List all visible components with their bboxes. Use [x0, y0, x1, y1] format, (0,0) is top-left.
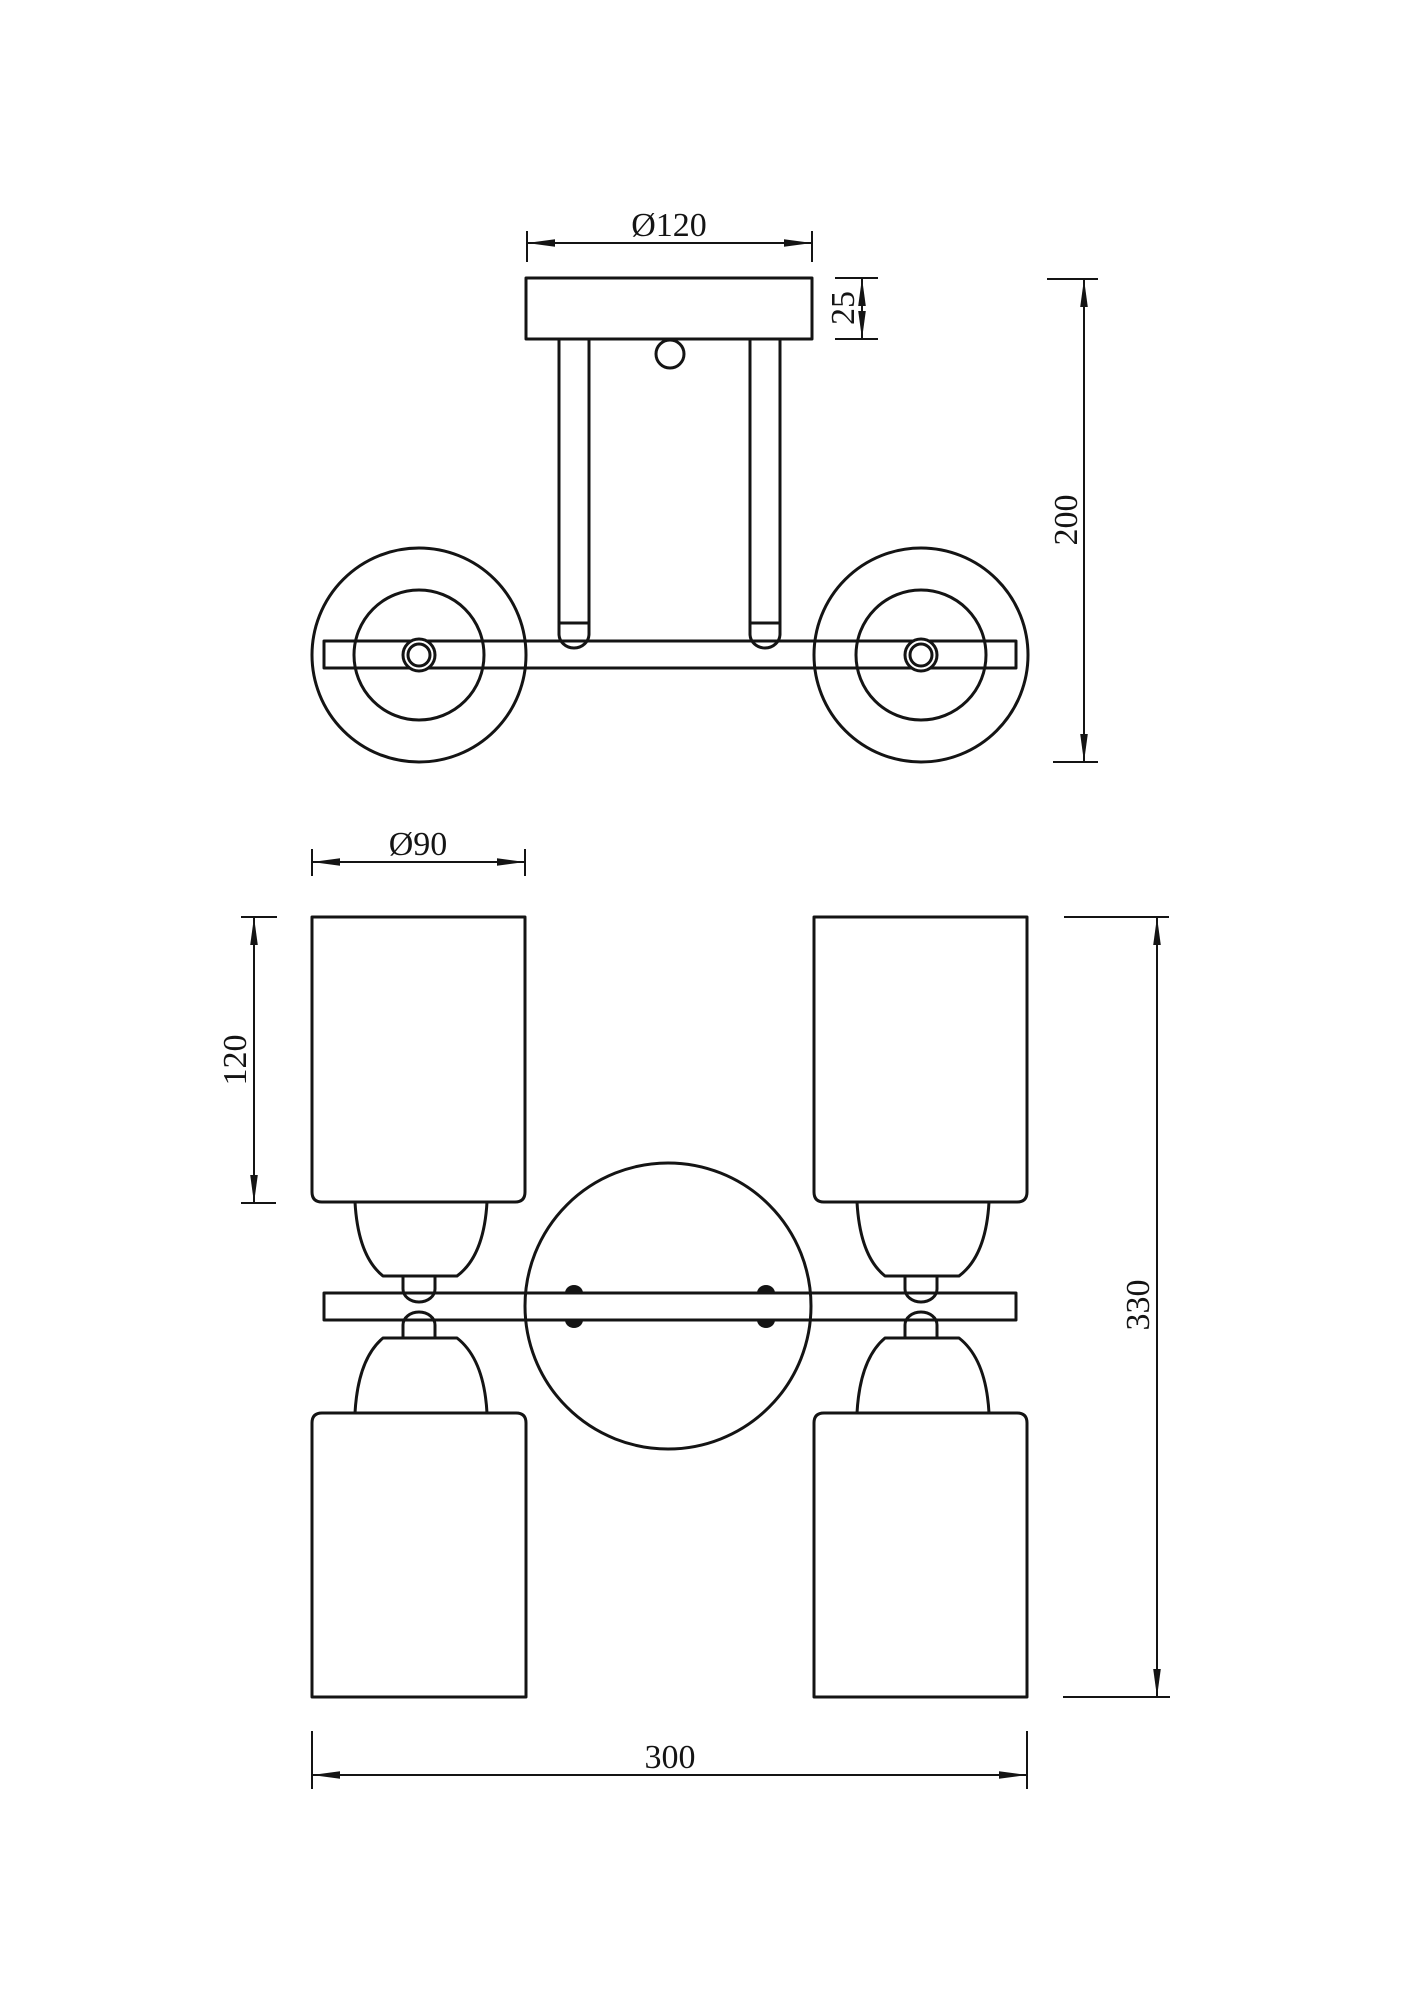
right-rod-cap [748, 621, 782, 650]
dimension-shade-height: 120 [217, 916, 277, 1204]
left-lamp-inner-circle [352, 588, 486, 722]
socket-neck-top-left [401, 1274, 437, 1304]
socket-neck-bottom-right [903, 1310, 939, 1340]
socket-bowl-bottom-left [353, 1336, 489, 1415]
side-view-drawing: Ø120 25 200 [310, 207, 1098, 764]
cross-bar-front [322, 1291, 1018, 1322]
socket-neck-top-right [903, 1274, 939, 1304]
left-socket-inner [406, 642, 432, 668]
right-hanger-rod [748, 337, 782, 625]
left-hanger-rod [557, 337, 591, 625]
shade-top-right [812, 915, 1029, 1204]
screw-bottom-left [565, 1320, 583, 1328]
canopy-diameter-label: Ø120 [631, 207, 707, 244]
cross-bar-side [322, 639, 1018, 670]
dimension-overall-drop: 200 [1047, 278, 1098, 763]
right-lamp-outer-circle [812, 546, 1030, 764]
shade-diameter-label: Ø90 [389, 826, 448, 863]
dimension-overall-height: 330 [1063, 916, 1170, 1698]
dimension-shade-diameter: Ø90 [311, 826, 526, 876]
ceiling-plate [524, 276, 814, 341]
right-lamp-inner-circle [854, 588, 988, 722]
right-socket-inner [908, 642, 934, 668]
socket-bowl-top-right [855, 1200, 991, 1278]
shade-bottom-left [310, 1411, 528, 1699]
socket-bowl-bottom-right [855, 1336, 991, 1415]
overall-drop-label: 200 [1048, 495, 1085, 546]
screw-top-left [565, 1285, 583, 1293]
shade-height-label: 120 [217, 1035, 254, 1086]
canopy-circle [523, 1161, 813, 1451]
shade-bottom-right [812, 1411, 1029, 1699]
dimension-overall-width: 300 [311, 1731, 1028, 1789]
shade-top-left [310, 915, 527, 1204]
socket-neck-bottom-left [401, 1310, 437, 1340]
plate-knob [654, 338, 686, 370]
screw-bottom-right [757, 1320, 775, 1328]
socket-bowl-top-left [353, 1200, 489, 1278]
overall-width-label: 300 [645, 1739, 696, 1776]
screw-top-right [757, 1285, 775, 1293]
left-lamp-outer-circle [310, 546, 528, 764]
dimension-canopy-diameter: Ø120 [526, 207, 813, 262]
canopy-thickness-label: 25 [825, 291, 862, 325]
dimension-canopy-thickness: 25 [825, 277, 878, 340]
left-rod-cap [557, 621, 591, 650]
overall-height-label: 330 [1120, 1280, 1157, 1331]
front-view-drawing: Ø90 120 330 300 [217, 826, 1170, 1789]
